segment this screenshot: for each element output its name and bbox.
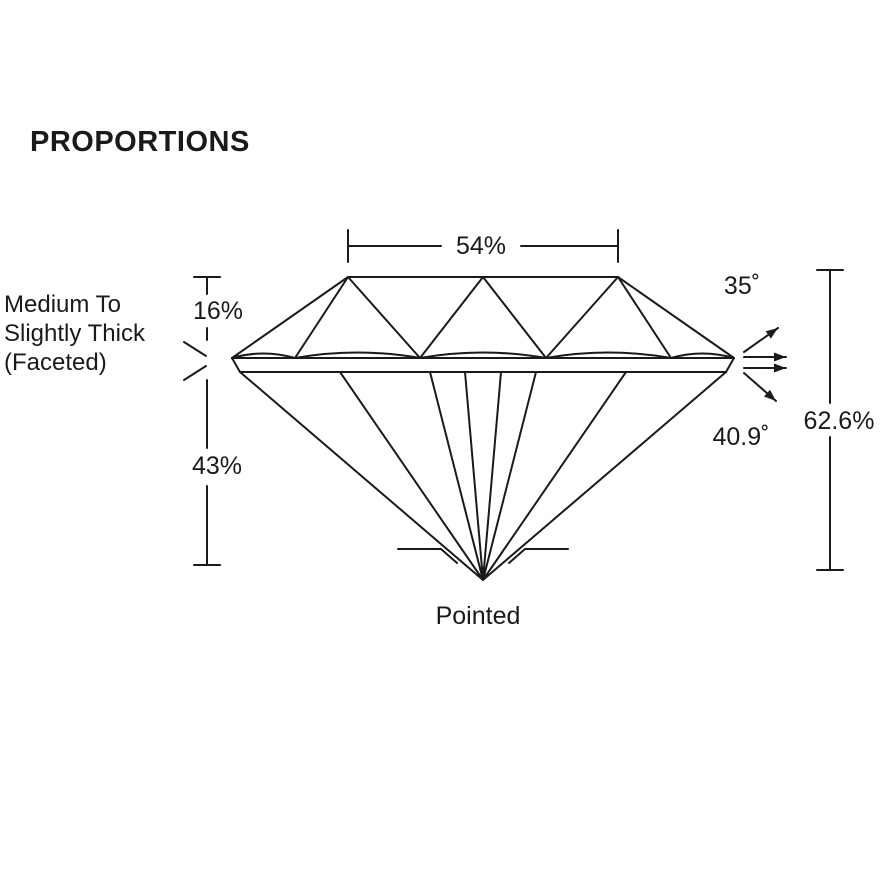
- pavilion-facets: [339, 371, 627, 581]
- table-width-label: 54%: [455, 232, 507, 260]
- girdle-label: Medium To Slightly Thick (Faceted): [4, 290, 145, 377]
- page-title: PROPORTIONS: [30, 126, 250, 158]
- crown-angle-arrows: [743, 327, 787, 362]
- diamond-outline: [231, 276, 735, 581]
- pavilion-depth-label: 43%: [191, 452, 243, 480]
- pavilion-depth-measure: [193, 379, 221, 566]
- total-depth-label: 62.6%: [803, 407, 875, 435]
- table-width-measure: [347, 229, 619, 263]
- crown-height-label: 16%: [192, 297, 244, 325]
- crown-angle-label: 35˚: [723, 272, 761, 300]
- pavilion-angle-label: 40.9˚: [712, 423, 770, 451]
- pavilion-angle-arrows: [743, 363, 787, 402]
- crown-facets: [231, 276, 735, 359]
- girdle-label-line-3: (Faceted): [4, 349, 107, 376]
- total-depth-measure: [816, 269, 844, 571]
- culet-label: Pointed: [435, 602, 521, 630]
- girdle-pointer-ticks: [183, 341, 207, 381]
- girdle-label-line-2: Slightly Thick: [4, 320, 145, 347]
- culet-bracket: [397, 548, 569, 564]
- crown-height-measure: [193, 276, 221, 341]
- girdle-label-line-1: Medium To: [4, 291, 121, 318]
